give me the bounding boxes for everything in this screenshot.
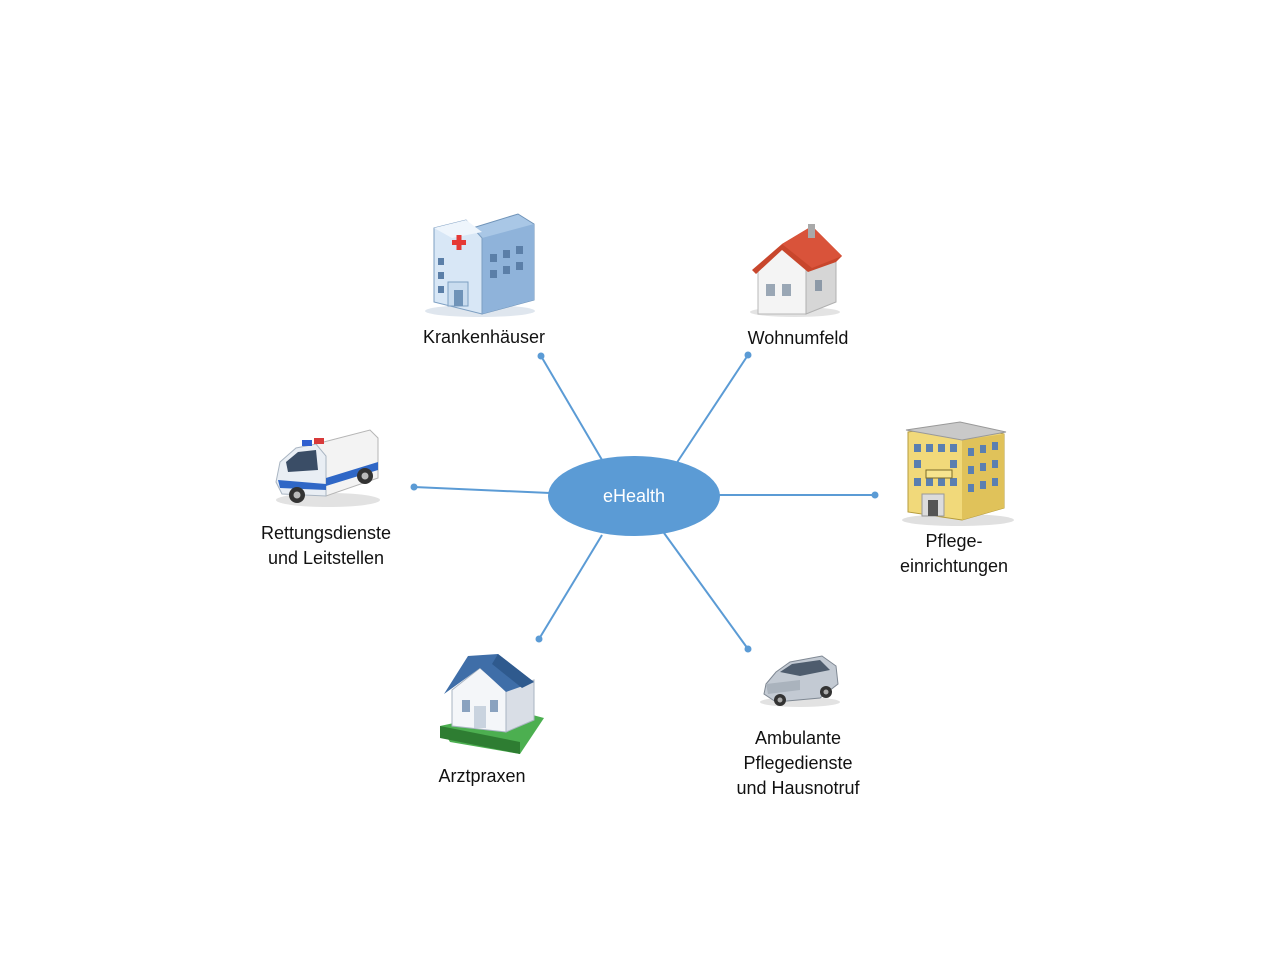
- label-pflegeeinrichtungen: Pflege- einrichtungen: [899, 531, 1009, 576]
- car-icon: [760, 655, 840, 707]
- connector-dot-wohnumfeld: [744, 351, 752, 359]
- hospital-icon: [425, 213, 535, 317]
- label-arztpraxen: Arztpraxen: [438, 766, 526, 786]
- label-rettungsdienste: Rettungsdienste und Leitstellen: [260, 523, 392, 568]
- ambulance-icon: [275, 429, 380, 507]
- house-red-roof-icon: [750, 224, 842, 317]
- center-label: eHealth: [602, 486, 666, 506]
- connectors: [410, 351, 879, 653]
- connector-arztpraxen: [538, 534, 603, 640]
- label-ambulante: Ambulante Pflegedienste und Hausnotruf: [736, 728, 860, 798]
- connector-dot-arztpraxen: [535, 635, 543, 643]
- connector-dot-krankenhaeuser: [537, 352, 545, 360]
- connector-dot-ambulante: [744, 645, 752, 653]
- connector-rettungsdienste: [413, 486, 551, 494]
- connector-wohnumfeld: [675, 354, 749, 465]
- connector-dot-rettungsdienste: [410, 483, 418, 491]
- connector-ambulante: [663, 532, 749, 650]
- house-blue-roof-icon: [440, 654, 544, 754]
- label-wohnumfeld: Wohnumfeld: [747, 328, 849, 348]
- connector-krankenhaeuser: [540, 355, 606, 466]
- connector-dot-pflegeeinrichtungen: [871, 491, 879, 499]
- label-krankenhaeuser: Krankenhäuser: [422, 327, 546, 347]
- care-home-building-icon: [902, 421, 1014, 526]
- center-ellipse: [548, 456, 720, 536]
